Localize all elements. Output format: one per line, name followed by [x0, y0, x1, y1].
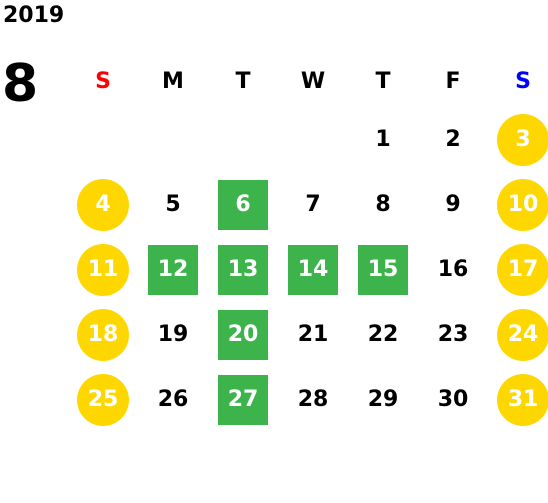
day-number: 23 — [437, 322, 469, 347]
week-row: 25 26 27 28 29 30 31 — [68, 367, 548, 432]
day-cell[interactable]: 12 — [138, 237, 208, 302]
day-cell[interactable]: 31 — [488, 367, 548, 432]
weekend-day-number: 24 — [497, 308, 548, 361]
day-cell[interactable]: 7 — [278, 172, 348, 237]
week-row: 4 5 6 7 8 9 10 — [68, 172, 548, 237]
weekday-header: S — [515, 68, 531, 94]
event-day-number: 27 — [218, 374, 268, 425]
empty-day-cell — [68, 107, 138, 172]
day-number: 21 — [297, 322, 329, 347]
day-number: 26 — [157, 387, 189, 412]
day-cell[interactable]: 3 — [488, 107, 548, 172]
day-cell[interactable]: 13 — [208, 237, 278, 302]
weekend-day-number: 11 — [77, 243, 129, 296]
day-number: 8 — [375, 192, 391, 217]
weekend-day-number: 4 — [77, 178, 129, 231]
day-cell[interactable]: 30 — [418, 367, 488, 432]
day-cell[interactable]: 19 — [138, 302, 208, 367]
weekend-day-number: 17 — [497, 243, 548, 296]
day-cell[interactable]: 24 — [488, 302, 548, 367]
day-cell[interactable]: 20 — [208, 302, 278, 367]
day-number: 5 — [165, 192, 181, 217]
day-number: 22 — [367, 322, 399, 347]
day-cell[interactable]: 8 — [348, 172, 418, 237]
event-day-number: 6 — [218, 179, 268, 230]
event-day-number: 14 — [288, 244, 338, 295]
week-row: 11 12 13 14 15 16 17 — [68, 237, 548, 302]
weekend-day-number: 25 — [77, 373, 129, 426]
day-cell[interactable]: 26 — [138, 367, 208, 432]
day-number: 2 — [445, 127, 461, 152]
day-cell[interactable]: 11 — [68, 237, 138, 302]
weekday-header: M — [162, 68, 184, 94]
year-label: 2019 — [3, 3, 65, 28]
event-day-number: 20 — [218, 309, 268, 360]
weekday-header: T — [375, 68, 391, 94]
day-number: 19 — [157, 322, 189, 347]
event-day-number: 12 — [148, 244, 198, 295]
day-cell[interactable]: 28 — [278, 367, 348, 432]
weekend-day-number: 31 — [497, 373, 548, 426]
day-cell[interactable]: 29 — [348, 367, 418, 432]
day-number: 9 — [445, 192, 461, 217]
week-row: 18 19 20 21 22 23 24 — [68, 302, 548, 367]
weekday-header: W — [300, 68, 326, 94]
day-cell[interactable]: 10 — [488, 172, 548, 237]
weekend-day-number: 10 — [497, 178, 548, 231]
day-cell[interactable]: 15 — [348, 237, 418, 302]
empty-day-cell — [208, 107, 278, 172]
weekday-header: S — [95, 68, 111, 94]
day-cell[interactable]: 6 — [208, 172, 278, 237]
day-cell[interactable]: 25 — [68, 367, 138, 432]
day-number: 1 — [375, 127, 391, 152]
day-cell[interactable]: 21 — [278, 302, 348, 367]
day-cell[interactable]: 9 — [418, 172, 488, 237]
day-cell[interactable]: 23 — [418, 302, 488, 367]
day-cell[interactable]: 4 — [68, 172, 138, 237]
day-number: 30 — [437, 387, 469, 412]
day-number: 7 — [305, 192, 321, 217]
day-cell[interactable]: 27 — [208, 367, 278, 432]
week-row: 1 2 3 — [68, 107, 548, 172]
day-cell[interactable]: 17 — [488, 237, 548, 302]
day-cell[interactable]: 16 — [418, 237, 488, 302]
day-cell[interactable]: 14 — [278, 237, 348, 302]
empty-day-cell — [278, 107, 348, 172]
day-cell[interactable]: 2 — [418, 107, 488, 172]
event-day-number: 15 — [358, 244, 408, 295]
day-cell[interactable]: 18 — [68, 302, 138, 367]
day-cell[interactable]: 5 — [138, 172, 208, 237]
weekday-header: F — [445, 68, 461, 94]
weekend-day-number: 3 — [497, 113, 548, 166]
empty-day-cell — [138, 107, 208, 172]
day-cell[interactable]: 22 — [348, 302, 418, 367]
weekday-header: T — [235, 68, 251, 94]
day-number: 16 — [437, 257, 469, 282]
weekend-day-number: 18 — [77, 308, 129, 361]
day-number: 29 — [367, 387, 399, 412]
day-cell[interactable]: 1 — [348, 107, 418, 172]
event-day-number: 13 — [218, 244, 268, 295]
day-number: 28 — [297, 387, 329, 412]
month-label: 8 — [2, 54, 39, 114]
